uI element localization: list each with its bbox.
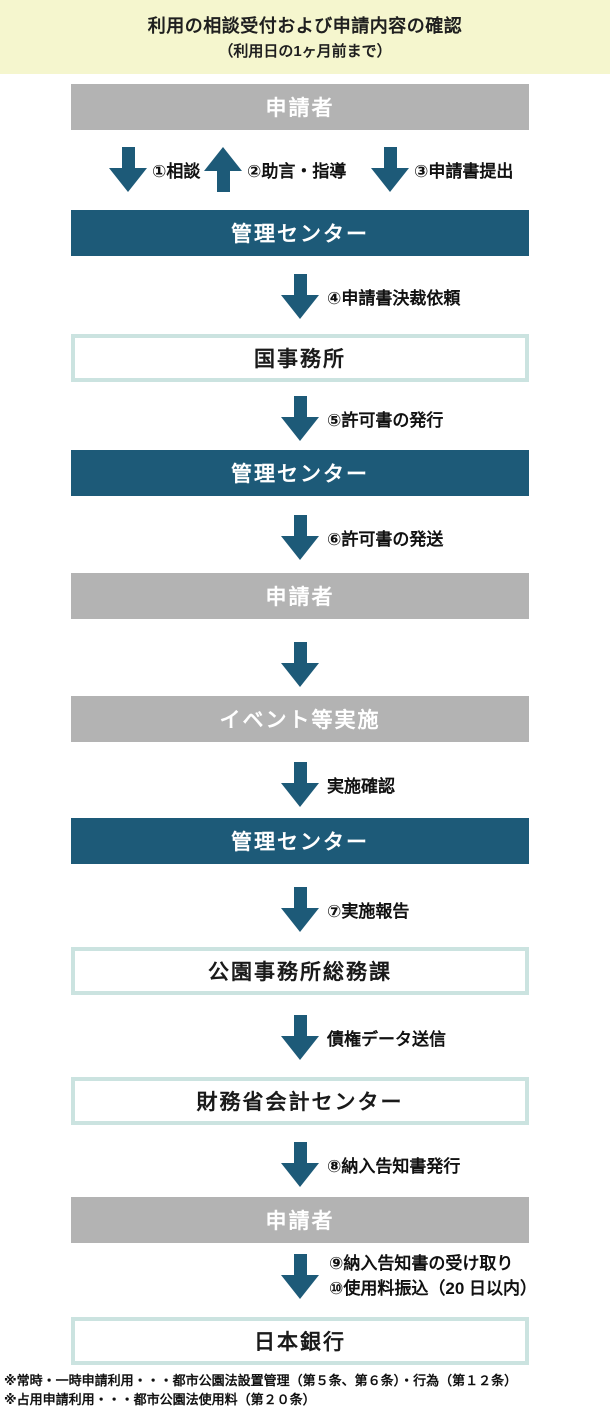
down-arrow-icon — [281, 886, 319, 932]
down-arrow-icon — [371, 146, 409, 192]
flow-node-management-center-2: 管理センター — [71, 450, 529, 496]
arrow-label-fee-transfer: ⑩使用料振込（20 日以内） — [329, 1279, 538, 1298]
arrow-group-advice: ②助言・指導 — [204, 145, 346, 193]
arrow-label-consult: ①相談 — [152, 161, 201, 181]
up-arrow-icon — [204, 146, 242, 192]
arrow-group-execution-check: 実施確認 — [281, 760, 395, 808]
down-arrow-icon — [281, 641, 319, 687]
down-arrow-icon — [281, 514, 319, 560]
page-subtitle: （利用日の1ヶ月前まで） — [218, 43, 392, 60]
arrow-group-consult: ①相談 — [109, 145, 200, 193]
down-arrow-icon — [109, 146, 147, 192]
page-title: 利用の相談受付および申請内容の確認 — [147, 16, 463, 36]
footnote-line-2: ※占用申請利用・・・都市公園法使用料（第２０条） — [4, 1392, 316, 1407]
arrow-group-permit-send: ⑥許可書の発送 — [281, 513, 443, 561]
arrow-label-submit: ③申請書提出 — [414, 161, 514, 181]
flow-node-management-center-1: 管理センター — [71, 210, 529, 256]
arrow-group-plain — [281, 640, 327, 688]
down-arrow-icon — [281, 761, 319, 807]
final-arrow-labels: ⑨納入告知書の受け取り ⑩使用料振込（20 日以内） — [329, 1251, 537, 1301]
arrow-group-payment-notice: ⑧納入告知書発行 — [281, 1140, 460, 1188]
arrow-group-permit-issue: ⑤許可書の発行 — [281, 394, 443, 442]
flow-node-park-office-general-affairs: 公園事務所総務課 — [71, 947, 529, 995]
flow-node-bank-of-japan: 日本銀行 — [71, 1317, 529, 1365]
arrow-label-approval-request: ④申請書決裁依頼 — [327, 288, 461, 308]
footnote-line-1: ※常時・一時申請利用・・・都市公園法設置管理（第５条、第６条）・行為（第１２条） — [4, 1373, 518, 1388]
flow-node-applicant-2: 申請者 — [71, 573, 529, 619]
arrow-label-permit-send: ⑥許可書の発送 — [327, 529, 444, 549]
arrow-label-advice: ②助言・指導 — [247, 161, 347, 181]
arrow-group-approval-request: ④申請書決裁依頼 — [281, 272, 460, 320]
arrow-label-claim-data: 債権データ送信 — [327, 1029, 446, 1049]
arrow-label-execution-check: 実施確認 — [327, 776, 395, 796]
flow-node-national-office: 国事務所 — [71, 334, 529, 382]
arrow-group-submit: ③申請書提出 — [371, 145, 513, 193]
title-banner: 利用の相談受付および申請内容の確認 （利用日の1ヶ月前まで） — [0, 0, 610, 74]
arrow-label-notice-receipt: ⑨納入告知書の受け取り — [329, 1254, 514, 1273]
down-arrow-icon — [281, 1141, 319, 1187]
down-arrow-icon — [281, 1253, 319, 1299]
arrow-group-execution-report: ⑦実施報告 — [281, 885, 409, 933]
flow-node-management-center-3: 管理センター — [71, 818, 529, 864]
arrow-label-execution-report: ⑦実施報告 — [327, 901, 410, 921]
arrow-group-claim-data: 債権データ送信 — [281, 1013, 446, 1061]
flow-node-applicant-3: 申請者 — [71, 1197, 529, 1243]
footnotes: ※常時・一時申請利用・・・都市公園法設置管理（第５条、第６条）・行為（第１２条）… — [4, 1371, 517, 1409]
arrow-group-final-payment: ⑨納入告知書の受け取り ⑩使用料振込（20 日以内） — [281, 1250, 537, 1302]
arrow-label-payment-notice: ⑧納入告知書発行 — [327, 1156, 461, 1176]
down-arrow-icon — [281, 395, 319, 441]
down-arrow-icon — [281, 1014, 319, 1060]
down-arrow-icon — [281, 273, 319, 319]
flow-node-finance-accounting-center: 財務省会計センター — [71, 1077, 529, 1125]
arrow-label-permit-issue: ⑤許可書の発行 — [327, 410, 444, 430]
flow-node-applicant-1: 申請者 — [71, 84, 529, 130]
flow-node-event-execution: イベント等実施 — [71, 696, 529, 742]
